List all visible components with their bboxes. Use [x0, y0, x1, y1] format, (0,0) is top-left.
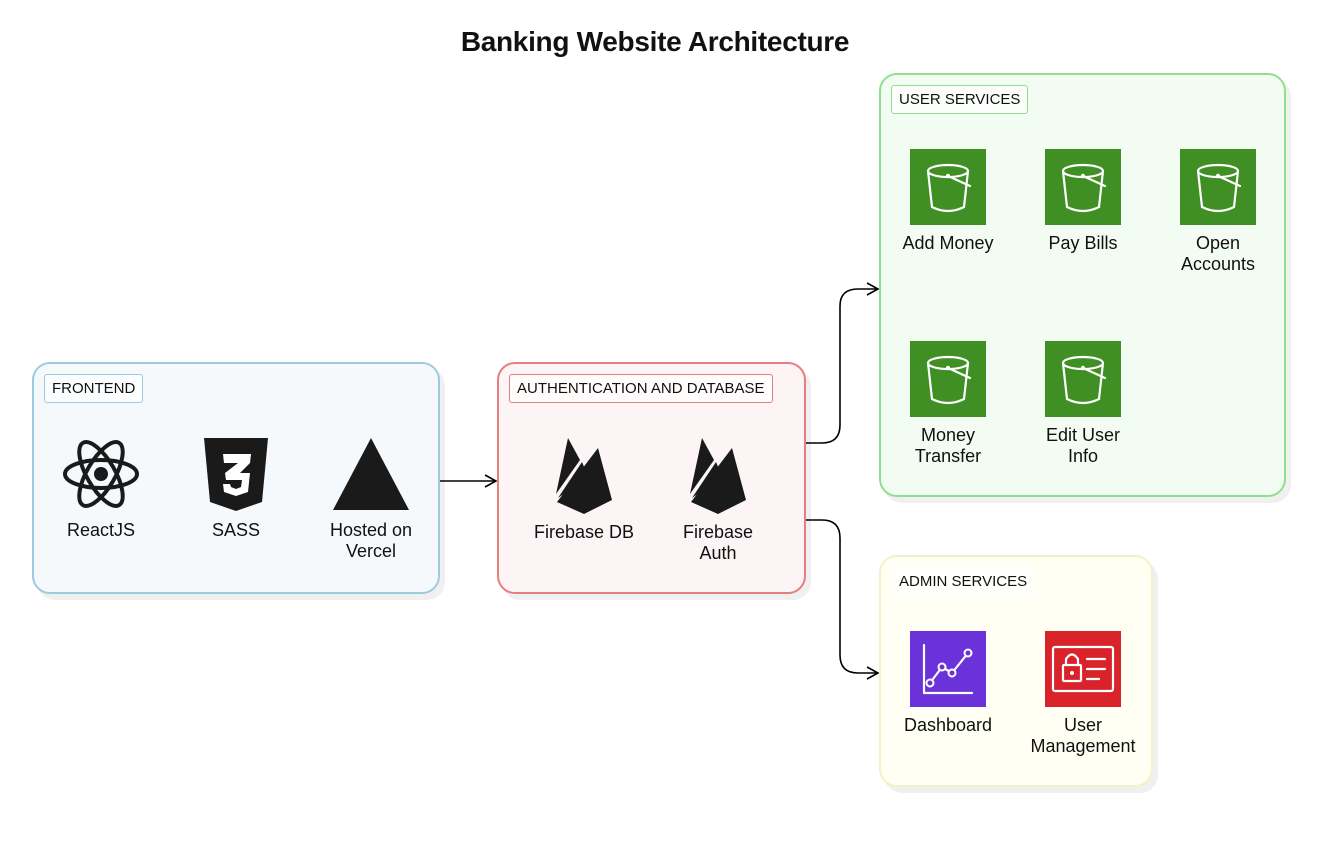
open-accounts-label: Open Accounts [1180, 233, 1256, 274]
user-management-label: User Management [1030, 715, 1136, 756]
firebase-icon [556, 438, 612, 514]
vercel-node: Hosted on Vercel [306, 436, 436, 562]
user-services-group: USER SERVICES Add Money Pay Bills [879, 73, 1286, 497]
sass-label: SASS [211, 520, 261, 540]
user-services-group-label: USER SERVICES [891, 85, 1029, 114]
auth-database-group-label: AUTHENTICATION AND DATABASE [509, 374, 773, 403]
open-accounts-node: Open Accounts [1153, 149, 1283, 275]
frontend-group: FRONTEND ReactJS SASS Hosted on Vercel [32, 362, 440, 594]
bucket-icon [910, 341, 986, 417]
add-money-label: Add Money [902, 233, 994, 253]
money-transfer-node: Money Transfer [883, 341, 1013, 467]
firebase-icon [690, 438, 746, 514]
css3-icon [204, 438, 268, 511]
bucket-icon [1045, 341, 1121, 417]
arrow-auth-to-admin-services [804, 519, 880, 680]
firebase-db-node: Firebase DB [519, 436, 649, 543]
reactjs-node: ReactJS [36, 436, 166, 541]
sass-node: SASS [171, 436, 301, 541]
react-icon [63, 440, 139, 508]
firebase-db-label: Firebase DB [533, 522, 635, 542]
frontend-group-label: FRONTEND [44, 374, 144, 403]
add-money-node: Add Money [883, 149, 1013, 254]
auth-database-group: AUTHENTICATION AND DATABASE Firebase DB … [497, 362, 806, 594]
bucket-icon [910, 149, 986, 225]
admin-services-group-label: ADMIN SERVICES [891, 567, 1036, 596]
edit-user-info-node: Edit User Info [1018, 341, 1148, 467]
dashboard-label: Dashboard [903, 715, 993, 735]
user-management-icon [1045, 631, 1121, 707]
firebase-auth-node: Firebase Auth [653, 436, 783, 564]
pay-bills-label: Pay Bills [1048, 233, 1118, 253]
money-transfer-label: Money Transfer [914, 425, 982, 466]
edit-user-info-label: Edit User Info [1045, 425, 1121, 466]
dashboard-icon [910, 631, 986, 707]
arrow-auth-to-user-services [804, 282, 880, 444]
user-management-node: User Management [1018, 631, 1148, 757]
bucket-icon [1045, 149, 1121, 225]
admin-services-group: ADMIN SERVICES Dashboard [879, 555, 1153, 787]
vercel-icon [333, 438, 409, 510]
reactjs-label: ReactJS [66, 520, 136, 540]
firebase-auth-label: Firebase Auth [682, 522, 754, 563]
dashboard-node: Dashboard [883, 631, 1013, 736]
pay-bills-node: Pay Bills [1018, 149, 1148, 254]
diagram-title: Banking Website Architecture [460, 26, 850, 57]
bucket-icon [1180, 149, 1256, 225]
vercel-label: Hosted on Vercel [329, 520, 413, 561]
